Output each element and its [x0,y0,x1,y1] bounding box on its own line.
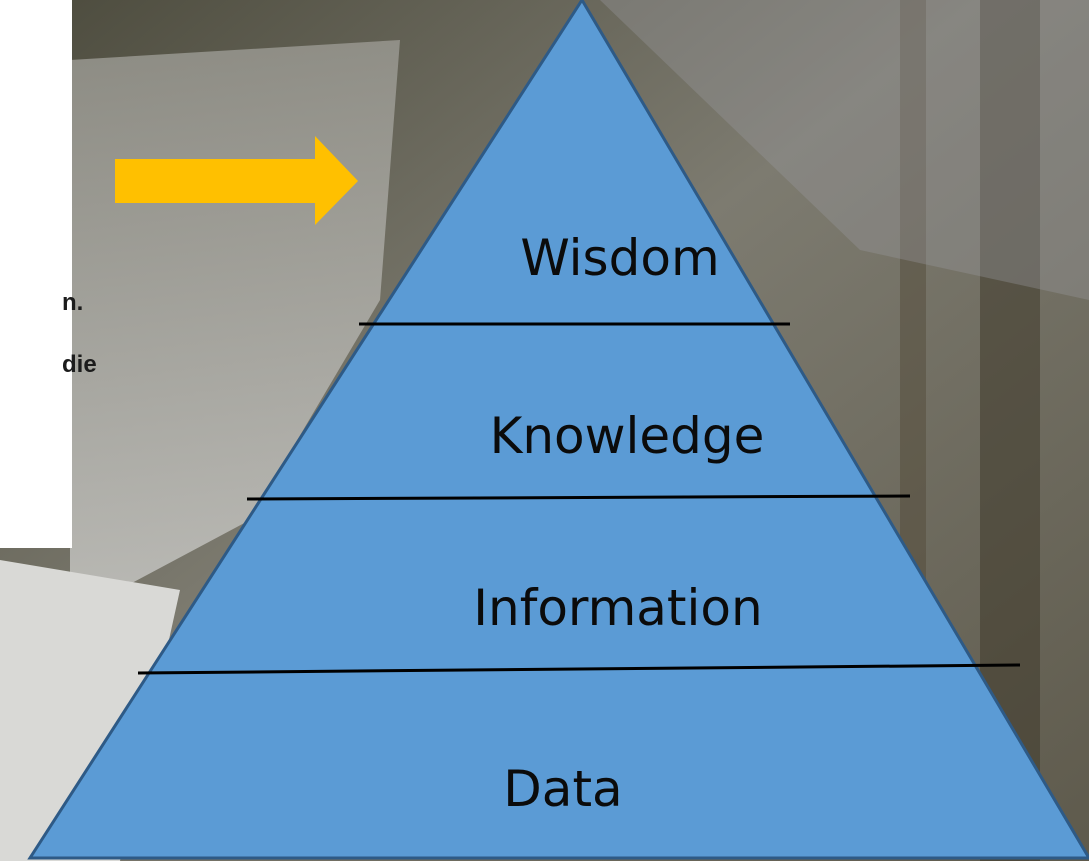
divider-knowledge-information [246,494,911,501]
note-fragment-1: n. [62,289,83,316]
knowledge-pyramid: Wisdom Knowledge Information Data [27,0,1089,860]
pyramid-shape [27,0,1089,860]
note-fragment-2: die [62,351,97,378]
level-label-knowledge: Knowledge [490,407,765,465]
background-note-panel: n. die [0,0,97,548]
level-label-data: Data [503,760,622,818]
level-label-information: Information [473,579,762,637]
right-arrow-icon [115,136,358,225]
level-label-wisdom: Wisdom [520,229,719,287]
divider-information-data [137,663,1021,675]
